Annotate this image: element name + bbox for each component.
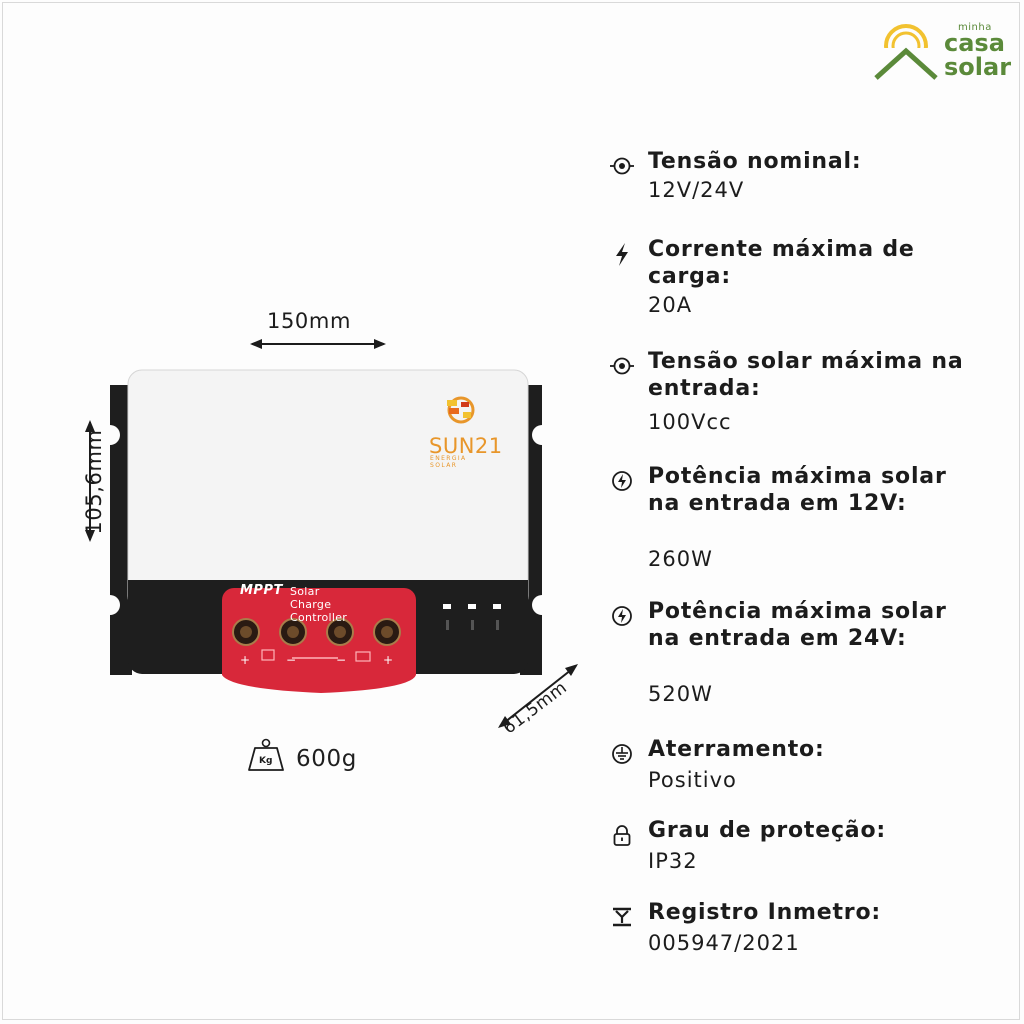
spec-title: Potência máxima solar na entrada em 24V: [648, 599, 947, 651]
height-dimension: 105,6mm [82, 429, 106, 535]
spec-value: 005947/2021 [648, 931, 800, 955]
inmetro-icon [608, 903, 636, 931]
voltage-gauge-icon [608, 352, 636, 380]
svg-text:+: + [240, 653, 250, 667]
spec-value: 520W [648, 682, 713, 706]
lightning-icon [608, 240, 636, 268]
spec-title: Potência máxima solar na entrada em 12V: [648, 464, 947, 516]
model-subtitle: Solar Charge Controller [290, 585, 348, 624]
spec-title: Registro Inmetro: [648, 900, 881, 925]
power-icon [608, 467, 636, 495]
spec-value: Positivo [648, 768, 737, 792]
spec-value: 20A [648, 293, 693, 317]
logo-word-minha: minha [958, 22, 992, 33]
svg-text:+: + [383, 653, 393, 667]
brand-name: SUN21 [429, 434, 503, 458]
spec-title: Corrente máxima de carga: [648, 237, 915, 289]
model-label: MPPT [240, 583, 283, 598]
brand-tagline: ENERGIA SOLAR [430, 455, 467, 469]
minha-casa-solar-logo: minha casa solar [872, 18, 1012, 82]
spec-value: 260W [648, 547, 713, 571]
svg-text:−: − [336, 653, 346, 667]
spec-title: Tensão nominal: [648, 149, 862, 174]
spec-title: Aterramento: [648, 737, 825, 762]
kg-weight-icon: Kg [248, 738, 284, 771]
spec-value: IP32 [648, 849, 698, 873]
ground-icon [608, 740, 636, 768]
power-icon [608, 602, 636, 630]
lock-icon [608, 821, 636, 849]
svg-text:Kg: Kg [259, 756, 272, 766]
weight-value: 600g [296, 746, 357, 772]
svg-text:−: − [286, 653, 296, 667]
logo-word-casa: casa [944, 29, 1005, 57]
spec-value: 12V/24V [648, 178, 745, 202]
spec-title: Tensão solar máxima na entrada: [648, 349, 964, 401]
voltage-gauge-icon [608, 152, 636, 180]
width-dimension: 150mm [267, 309, 351, 333]
spec-value: 100Vcc [648, 410, 732, 434]
logo-word-solar: solar [944, 53, 1012, 81]
spec-title: Grau de proteção: [648, 818, 886, 843]
house-sun-icon [872, 24, 942, 82]
